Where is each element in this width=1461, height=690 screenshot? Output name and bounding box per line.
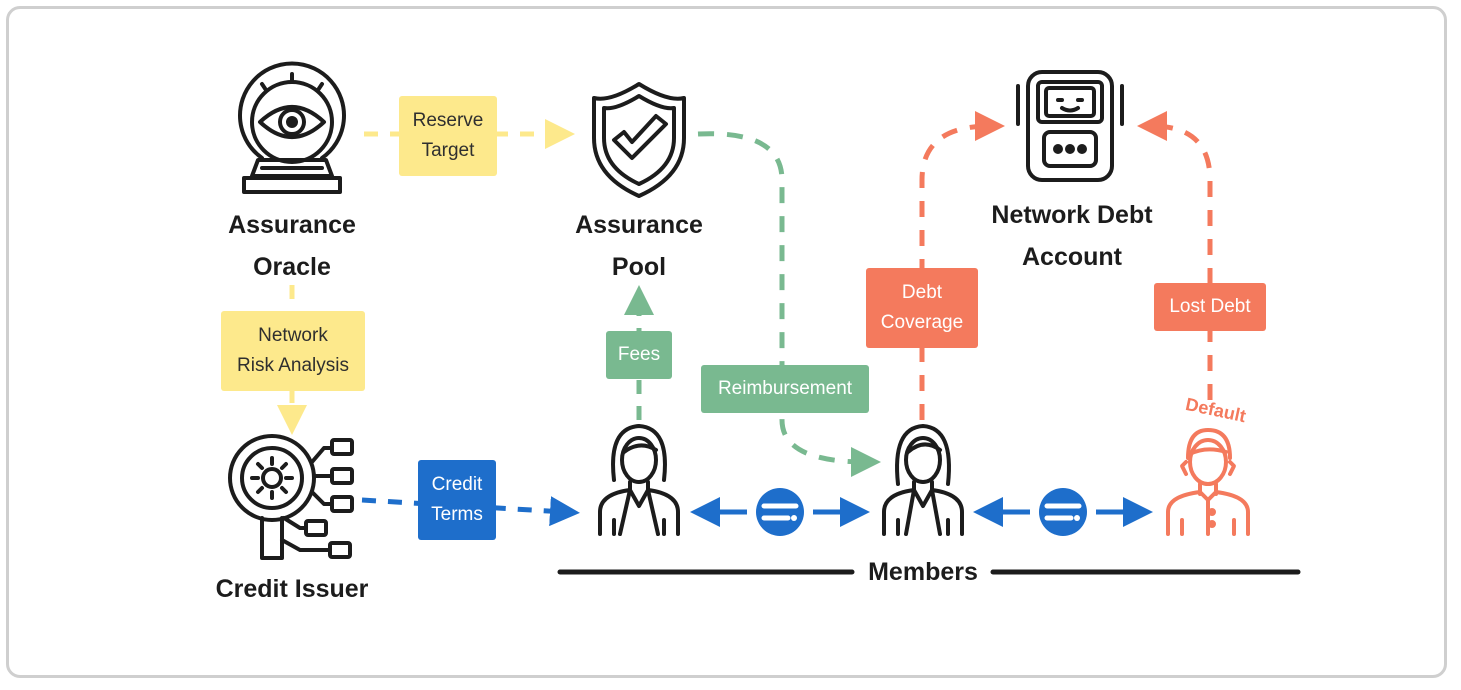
- edge-reimbursement: [697, 131, 881, 477]
- network-debt-account-title: Network Debt Account: [991, 201, 1153, 271]
- assurance-pool-title: Assurance Pool: [575, 211, 703, 281]
- magnifier-gear-network-icon: [228, 434, 354, 560]
- edge-credit-terms: [361, 496, 580, 527]
- assurance-oracle-title: Assurance Oracle: [228, 211, 356, 281]
- members-title: Members: [868, 558, 978, 586]
- lost-debt-tag: Lost Debt: [1154, 283, 1266, 331]
- credit-terms-tag: Credit Terms: [418, 460, 496, 540]
- token-icon: [1039, 488, 1087, 536]
- reserve-target-tag: Reserve Target: [399, 96, 497, 176]
- debt-coverage-tag: Debt Coverage: [866, 268, 978, 348]
- woman-member-icon: [882, 424, 964, 536]
- woman-member-icon: [598, 424, 680, 536]
- credit-issuer-title: Credit Issuer: [215, 575, 369, 603]
- edge-lost-debt: [1137, 111, 1213, 400]
- crystal-ball-eye-icon: [238, 61, 346, 194]
- shield-check-icon: [592, 82, 686, 198]
- man-member-default-icon: [1166, 428, 1250, 536]
- fees-tag: Fees: [606, 331, 672, 379]
- network-risk-analysis-tag: Network Risk Analysis: [221, 311, 365, 391]
- reimbursement-tag: Reimbursement: [701, 365, 869, 413]
- token-icon: [756, 488, 804, 536]
- robot-terminal-icon: [1016, 70, 1124, 182]
- edge-debt-coverage: [919, 111, 1005, 420]
